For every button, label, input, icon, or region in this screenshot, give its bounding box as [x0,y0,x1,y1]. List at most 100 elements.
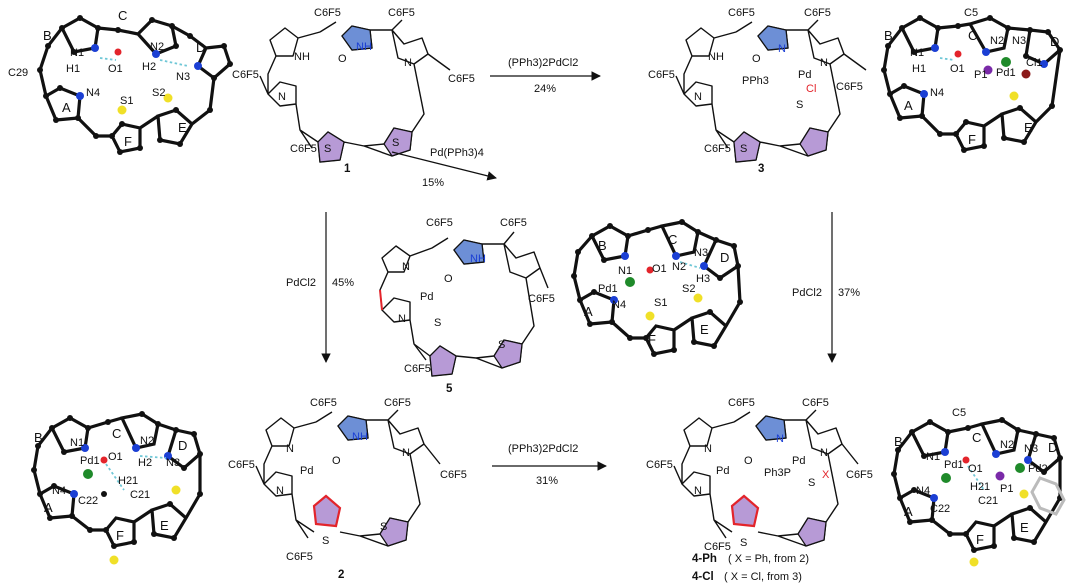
c5-pd-label: Pd [420,291,433,303]
c2-s2-label: S [380,521,387,533]
ring-a-label-4: A [904,504,913,519]
c2-n4-label: N [276,485,284,497]
ring-c-label-2: C [112,426,121,441]
n1-label: N1 [70,47,84,59]
atom-n1-5 [621,252,629,260]
n3-label-3: N3 [1012,35,1026,47]
c4-x-label: X [822,469,830,481]
atom-n1 [91,44,99,52]
c3-n4-label: N [694,91,702,103]
atom-o1-2 [100,456,108,464]
atom-n3-4 [1024,456,1032,464]
atom-o1-3 [954,50,962,58]
n3-label-2: N3 [166,457,180,469]
ring-d-label-3: D [1050,34,1059,49]
crystal-structure-1: B C D A E F N1 H1 O1 N2 H2 N3 N4 C29 S1 … [8,8,233,155]
c3-pph3-label: PPh3 [742,75,769,87]
atom-pd1-5 [625,277,635,287]
c1-c6f5-c: C6F5 [232,69,259,81]
c1-s2-label: S [392,137,399,149]
c5-nh-label: NH [470,253,486,265]
atom-n1-4 [941,448,949,456]
ring-e-label: E [178,120,187,135]
compound-4-structure: N N O Pd Pd Ph3P N S X N S C6F5 C6F5 C6F… [646,397,873,583]
c4-n3-label: N [820,447,828,459]
n2-label-3: N2 [990,35,1004,47]
reaction-arrow-3-to-4: PdCl2 37% [792,212,860,363]
thiophene-e-3 [799,127,829,157]
c2-s1-label: S [322,535,329,547]
atom-n2-4 [992,450,1000,458]
ring-f-label-2: F [116,528,124,543]
c5-c6f5-b: C6F5 [500,217,527,229]
phenyl-group-4 [1030,476,1066,516]
ring-a-label-5: A [584,304,593,319]
c4-c6f5-e: C6F5 [704,541,731,553]
c21-label-4: C21 [978,495,998,507]
ring-c-label-5: C [668,232,677,247]
c5-s1-label: S [434,317,441,329]
atom-n4 [76,92,84,100]
atom-n4-3 [920,90,928,98]
ring-d-label-2: D [178,438,187,453]
atom-s2-5 [693,293,703,303]
atom-s-2a [109,555,119,565]
atom-n3 [194,62,202,70]
c4-o-label: O [744,455,753,467]
ring-f-label-5: F [648,332,656,347]
atom-s-3 [1009,91,1019,101]
pd1-label-4: Pd1 [944,459,964,471]
c5-s2-label: S [498,339,505,351]
n4-label-2: N4 [52,485,66,497]
atom-o1-5 [646,266,654,274]
compound-4ph-label: 4-Ph [692,553,717,565]
c22-label-4: C22 [930,503,950,515]
compound-4cl-note: ( X = Cl, from 3) [724,571,802,583]
c5-n1-label: N [402,261,410,273]
c4-ph3p-label: Ph3P [764,467,791,479]
c1-nh2-label: NH [356,41,372,53]
compound-2-label: 2 [338,569,344,581]
c3-c6f5-a: C6F5 [728,7,755,19]
n1-label-4: N1 [926,451,940,463]
atom-pd1-3 [1001,57,1011,67]
ring-f-label-4: F [976,532,984,547]
c4-n4-label: N [694,485,702,497]
atom-n3-5 [700,262,708,270]
atom-n3-3 [1040,60,1048,68]
ring-b-label-2: B [34,430,43,445]
atom-n2 [152,50,160,58]
c4-s2-label: S [808,477,815,489]
c5-label-3: C5 [964,7,978,19]
c4-c6f5-b: C6F5 [802,397,829,409]
compound-5-label: 5 [446,383,453,395]
c1-o-label: O [338,53,347,65]
c2-c6f5-c: C6F5 [228,459,255,471]
n1-label-5: N1 [618,265,632,277]
h2-label: H2 [142,61,156,73]
c2-c6f5-d: C6F5 [440,469,467,481]
c4-c6f5-c: C6F5 [646,459,673,471]
thiophene-e-5 [493,339,523,369]
o1-label-4: O1 [968,463,983,475]
ring-c-label: C [118,8,127,23]
c5-o-label: O [444,273,453,285]
thiophene-f-5 [429,345,457,377]
pyrrolinone-ring-5 [453,239,485,265]
r5-reagent: (PPh3)2PdCl2 [508,443,578,455]
pd1-label-3: Pd1 [996,67,1016,79]
pd1-label-2: Pd1 [80,455,100,467]
atom-s-2b [171,485,181,495]
ring-a-label: A [62,100,71,115]
ring-b-label: B [43,28,52,43]
crystal-structure-2: B C D A E F N1 Pd1 O1 N2 H2 N3 N4 H21 C2… [31,411,203,565]
atom-pd1-2 [83,469,93,479]
compound-3-label: 3 [758,163,764,175]
ring-e-label-3: E [1024,120,1033,135]
n2-label-5: N2 [672,261,686,273]
n4-label-3: N4 [930,87,944,99]
c5-label-4: C5 [952,407,966,419]
crystal-structure-4: C5 B C D A E F N1 Pd1 O1 N2 N3 Pd2 H21 P… [891,407,1066,567]
c1-c6f5-b: C6F5 [388,7,415,19]
